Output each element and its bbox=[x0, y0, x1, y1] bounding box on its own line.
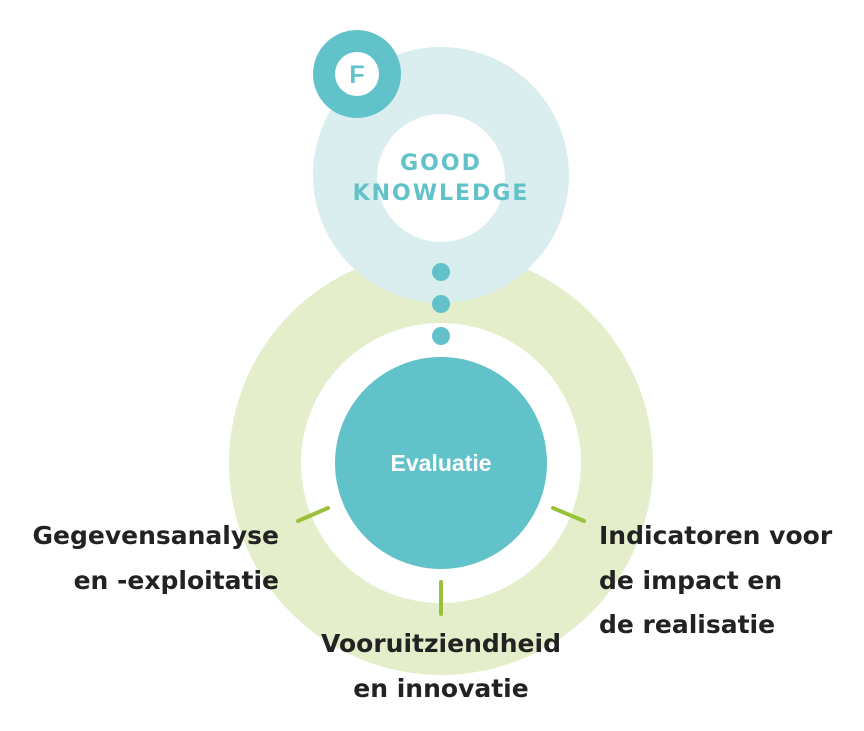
bottom-label-line2: en innovatie bbox=[353, 674, 528, 703]
badge-letter: F bbox=[349, 61, 364, 89]
top-circle-label-line1: GOOD bbox=[400, 151, 482, 176]
connector-dot bbox=[432, 295, 450, 313]
bottom-label-line1: Vooruitziendheid bbox=[321, 629, 561, 658]
right-label-line3: de realisatie bbox=[599, 610, 775, 639]
left-label-line1: Gegevensanalyse bbox=[33, 521, 280, 550]
connector-dot bbox=[432, 263, 450, 281]
top-circle-label-line2: KNOWLEDGE bbox=[353, 181, 530, 206]
tick-left bbox=[296, 506, 330, 523]
tick-right bbox=[551, 506, 586, 523]
center-label: Evaluatie bbox=[391, 450, 492, 476]
center-circle bbox=[335, 357, 547, 569]
right-label-line2: de impact en bbox=[599, 566, 782, 595]
badge-inner-circle bbox=[335, 52, 379, 96]
connector-dot bbox=[432, 327, 450, 345]
left-label-line2: en -exploitatie bbox=[74, 566, 279, 595]
top-ring-inner-white bbox=[377, 114, 505, 242]
right-label-line1: Indicatoren voor bbox=[599, 521, 833, 550]
